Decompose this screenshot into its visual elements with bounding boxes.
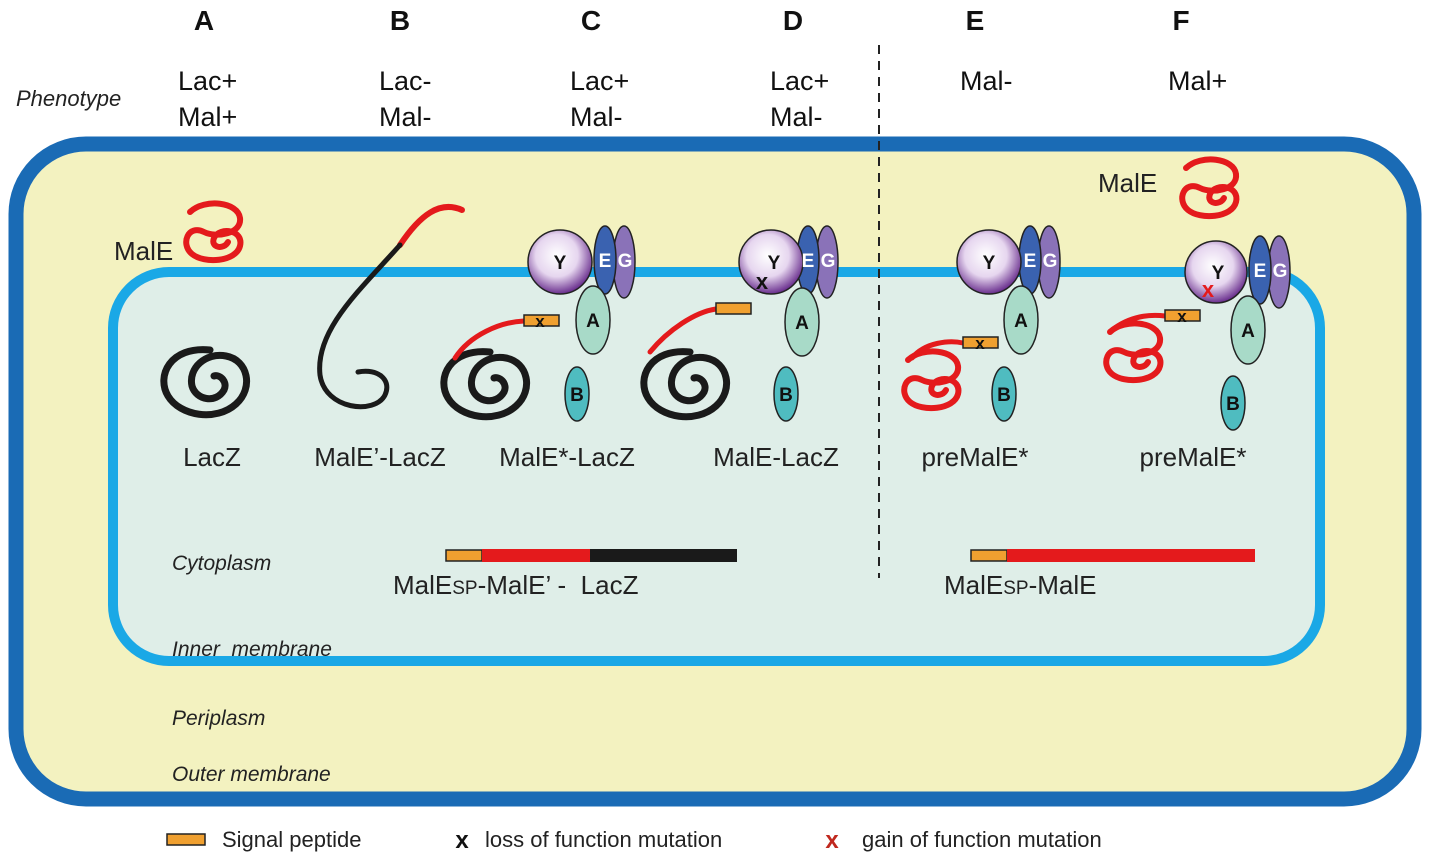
premale-star-e: x bbox=[904, 334, 999, 408]
svg-text:E: E bbox=[1254, 261, 1267, 282]
phenotype-b-lac: Lac- bbox=[379, 66, 432, 96]
column-header-b: B bbox=[390, 5, 410, 36]
male-lacz-d bbox=[644, 302, 752, 417]
svg-text:G: G bbox=[1043, 251, 1058, 272]
male-label-a: MalE bbox=[114, 236, 173, 266]
column-header-f: F bbox=[1172, 5, 1189, 36]
svg-text:A: A bbox=[1241, 321, 1255, 342]
svg-text:x: x bbox=[1202, 277, 1215, 302]
protein-label-d: MalE-LacZ bbox=[713, 442, 839, 472]
column-header-c: C bbox=[581, 5, 601, 36]
phenotype-d-lac: Lac+ bbox=[770, 66, 829, 96]
svg-text:B: B bbox=[1226, 394, 1240, 415]
phenotype-b-mal: Mal- bbox=[379, 102, 432, 132]
svg-text:A: A bbox=[1014, 311, 1028, 332]
phenotype-e-mal: Mal- bbox=[960, 66, 1013, 96]
cytoplasm-label: Cytoplasm bbox=[172, 552, 271, 575]
construct-male-lacz bbox=[445, 549, 737, 562]
svg-text:G: G bbox=[618, 251, 633, 272]
phenotype-a-lac: Lac+ bbox=[178, 66, 237, 96]
svg-text:x: x bbox=[535, 312, 545, 331]
protein-label-f: preMalE* bbox=[1140, 442, 1247, 472]
svg-text:Y: Y bbox=[1212, 263, 1225, 284]
svg-text:B: B bbox=[779, 385, 793, 406]
svg-text:x: x bbox=[1177, 307, 1187, 326]
male-star-lacz-c: x bbox=[444, 312, 560, 417]
sec-translocon-d: Y x E G A B bbox=[738, 225, 839, 422]
male-prime-lacz-b bbox=[317, 203, 465, 410]
sec-translocon-f: Y x E G A B bbox=[1184, 235, 1291, 431]
periplasm-label: Periplasm bbox=[172, 707, 265, 730]
male-label-f: MalE bbox=[1098, 168, 1157, 198]
legend-signal-peptide-swatch bbox=[166, 833, 206, 846]
svg-text:A: A bbox=[795, 313, 809, 334]
column-header-a: A bbox=[194, 5, 214, 36]
svg-text:E: E bbox=[599, 251, 612, 272]
svg-text:B: B bbox=[570, 385, 584, 406]
column-header-e: E bbox=[966, 5, 985, 36]
svg-text:G: G bbox=[821, 251, 836, 272]
sec-translocon-e: Y E G A B bbox=[956, 225, 1061, 422]
legend-gain-mark: x bbox=[825, 827, 839, 854]
phenotype-c-lac: Lac+ bbox=[570, 66, 629, 96]
svg-text:Y: Y bbox=[768, 253, 781, 274]
legend-loss-mark: x bbox=[455, 827, 469, 854]
column-header-d: D bbox=[783, 5, 803, 36]
legend-gain: gain of function mutation bbox=[862, 827, 1102, 852]
protein-label-c: MalE*-LacZ bbox=[499, 442, 635, 472]
svg-text:Y: Y bbox=[983, 253, 996, 274]
premale-star-f: x bbox=[1106, 307, 1201, 380]
inner-membrane-label: Inner membrane bbox=[172, 638, 332, 661]
construct-male bbox=[970, 549, 1255, 562]
svg-text:A: A bbox=[586, 311, 600, 332]
legend: Signal peptide x loss of function mutati… bbox=[166, 827, 1102, 854]
phenotype-a-mal: Mal+ bbox=[178, 102, 237, 132]
inner-membrane bbox=[108, 267, 1325, 666]
phenotype-f-mal: Mal+ bbox=[1168, 66, 1227, 96]
construct-label-left: MalESP-MalE’ - LacZ bbox=[393, 570, 639, 600]
sec-translocon-c: Y E G A B bbox=[527, 225, 636, 422]
outer-membrane-label: Outer membrane bbox=[172, 763, 331, 786]
construct-label-right: MalESP-MalE bbox=[944, 570, 1097, 600]
legend-signal-peptide: Signal peptide bbox=[222, 827, 361, 852]
svg-text:E: E bbox=[802, 251, 815, 272]
protein-label-a: LacZ bbox=[183, 442, 241, 472]
phenotype-d-mal: Mal- bbox=[770, 102, 823, 132]
svg-text:G: G bbox=[1273, 261, 1288, 282]
phenotype-label: Phenotype bbox=[16, 86, 121, 111]
svg-text:B: B bbox=[997, 385, 1011, 406]
legend-loss: loss of function mutation bbox=[485, 827, 722, 852]
svg-text:Y: Y bbox=[554, 253, 567, 274]
svg-text:x: x bbox=[756, 269, 769, 294]
svg-text:x: x bbox=[975, 334, 985, 353]
svg-text:E: E bbox=[1024, 251, 1037, 272]
protein-label-b: MalE’-LacZ bbox=[314, 442, 446, 472]
protein-label-e: preMalE* bbox=[922, 442, 1029, 472]
phenotype-c-mal: Mal- bbox=[570, 102, 623, 132]
